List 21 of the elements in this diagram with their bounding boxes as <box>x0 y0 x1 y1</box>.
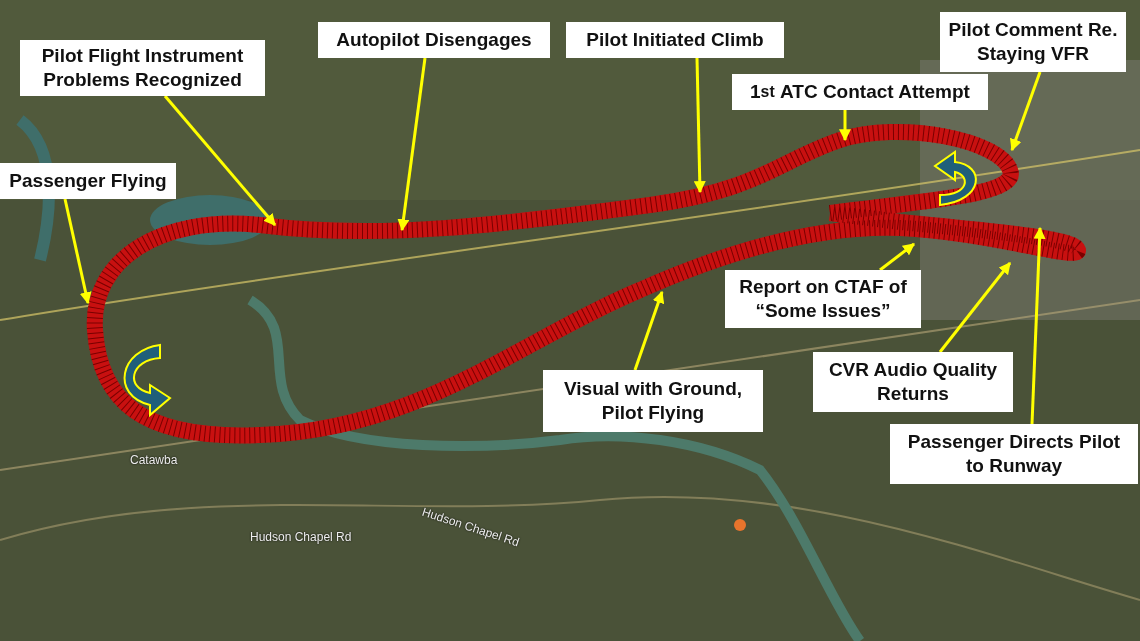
callout-box: Pilot Initiated Climb <box>566 22 784 58</box>
leader-arrow <box>633 290 665 371</box>
callout-box: Visual with Ground, Pilot Flying <box>543 370 763 432</box>
leader-arrow <box>879 242 915 272</box>
callout-box: Pilot Comment Re. Staying VFR <box>940 12 1126 72</box>
callout-box: Passenger Directs Pilot to Runway <box>890 424 1138 484</box>
leader-arrow <box>163 95 277 226</box>
map-place-label: Hudson Chapel Rd <box>420 504 522 550</box>
callout-box: Report on CTAF of “Some Issues” <box>725 270 921 328</box>
leader-arrow <box>1030 226 1046 425</box>
callout-box: CVR Audio Quality Returns <box>813 352 1013 412</box>
leader-arrow <box>693 57 706 194</box>
map-place-label: Hudson Chapel Rd <box>250 530 352 544</box>
leader-arrow <box>1010 71 1042 152</box>
leader-arrow <box>63 198 92 305</box>
callout-box: Passenger Flying <box>0 163 176 199</box>
leader-arrow <box>938 262 1012 353</box>
callout-box: Pilot Flight Instrument Problems Recognized <box>20 40 265 96</box>
leader-arrow <box>397 57 427 232</box>
callout-box: Autopilot Disengages <box>318 22 550 58</box>
map-place-label: Catawba <box>130 453 178 467</box>
